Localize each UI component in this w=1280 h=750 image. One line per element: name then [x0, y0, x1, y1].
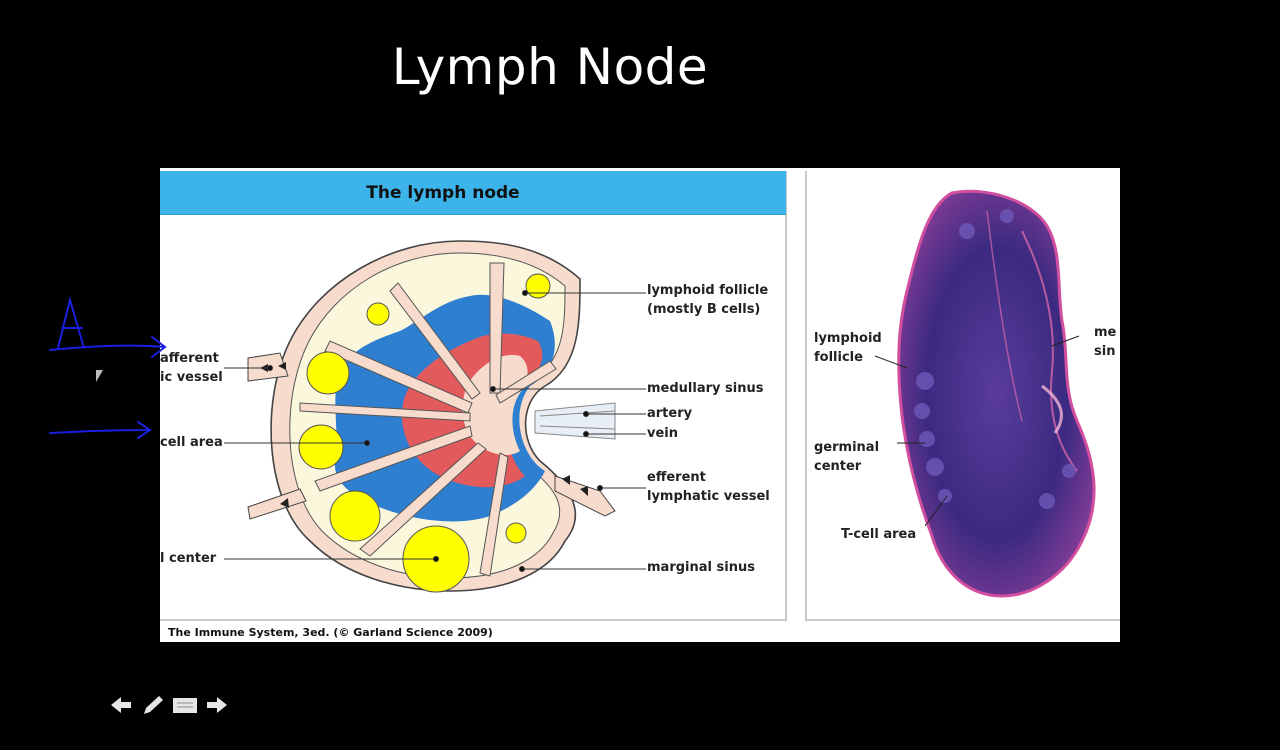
follicle [505, 522, 527, 544]
menu-button[interactable] [172, 692, 198, 718]
diagram-title: The lymph node [366, 182, 520, 203]
pen-button[interactable] [140, 692, 166, 718]
photo-label-t-cell-area: T-cell area [841, 527, 917, 542]
follicle [366, 302, 390, 326]
photo-label-sin: sin [1094, 344, 1116, 359]
label-lymphoid-follicle: lymphoid follicle [647, 283, 769, 298]
photo-label-me: me [1094, 325, 1117, 340]
label-medullary-sinus: medullary sinus [647, 381, 764, 396]
figure-caption: The Immune System, 3ed. (© Garland Scien… [168, 626, 493, 639]
arrow-afferent [49, 336, 167, 358]
menu-icon [173, 698, 197, 713]
lymph-node-diagram [224, 240, 646, 593]
diagram-panel: The lymph node [160, 171, 787, 621]
previous-button[interactable] [108, 692, 134, 718]
tissue-section [897, 189, 1096, 598]
slide-toolbar [108, 692, 230, 718]
label-vein: vein [647, 426, 679, 441]
label-t-cell-area: cell area [160, 435, 223, 450]
follicle [525, 273, 551, 299]
label-lymphatic-vessel: lymphatic vessel [647, 489, 770, 504]
arrow-t-cell [49, 421, 152, 439]
label-efferent: efferent [647, 470, 706, 485]
follicle [329, 490, 381, 542]
slide-title: Lymph Node [391, 38, 709, 96]
figure-panel: The lymph node [160, 168, 1120, 642]
handwritten-a [57, 296, 85, 349]
next-button[interactable] [204, 692, 230, 718]
label-afferent: afferent [160, 351, 219, 366]
histology-image [874, 189, 1096, 598]
pen-annotations [49, 296, 167, 439]
medullary-sinus [462, 355, 528, 456]
photo-label-lymphoid: lymphoid [814, 331, 882, 346]
label-mostly-b-cells: (mostly B cells) [647, 302, 761, 317]
photo-label-follicle: follicle [814, 350, 863, 365]
photo-label-germinal: germinal [814, 440, 880, 455]
follicle [298, 424, 344, 470]
follicle [306, 351, 350, 395]
afferent-vessel-lower [247, 488, 307, 520]
pen-icon [144, 696, 163, 714]
label-vessel: ic vessel [160, 370, 223, 385]
diagram-header: The lymph node [160, 171, 786, 215]
histology-panel: lymphoid follicle germinal center T-cell… [805, 171, 1120, 621]
efferent-vessel [554, 475, 616, 517]
next-icon [207, 697, 227, 713]
previous-icon [111, 697, 131, 713]
label-artery: artery [647, 406, 693, 421]
label-germinal-center: l center [160, 551, 217, 566]
label-marginal-sinus: marginal sinus [647, 560, 755, 575]
mouse-cursor [96, 370, 103, 382]
photo-label-center: center [814, 459, 862, 474]
